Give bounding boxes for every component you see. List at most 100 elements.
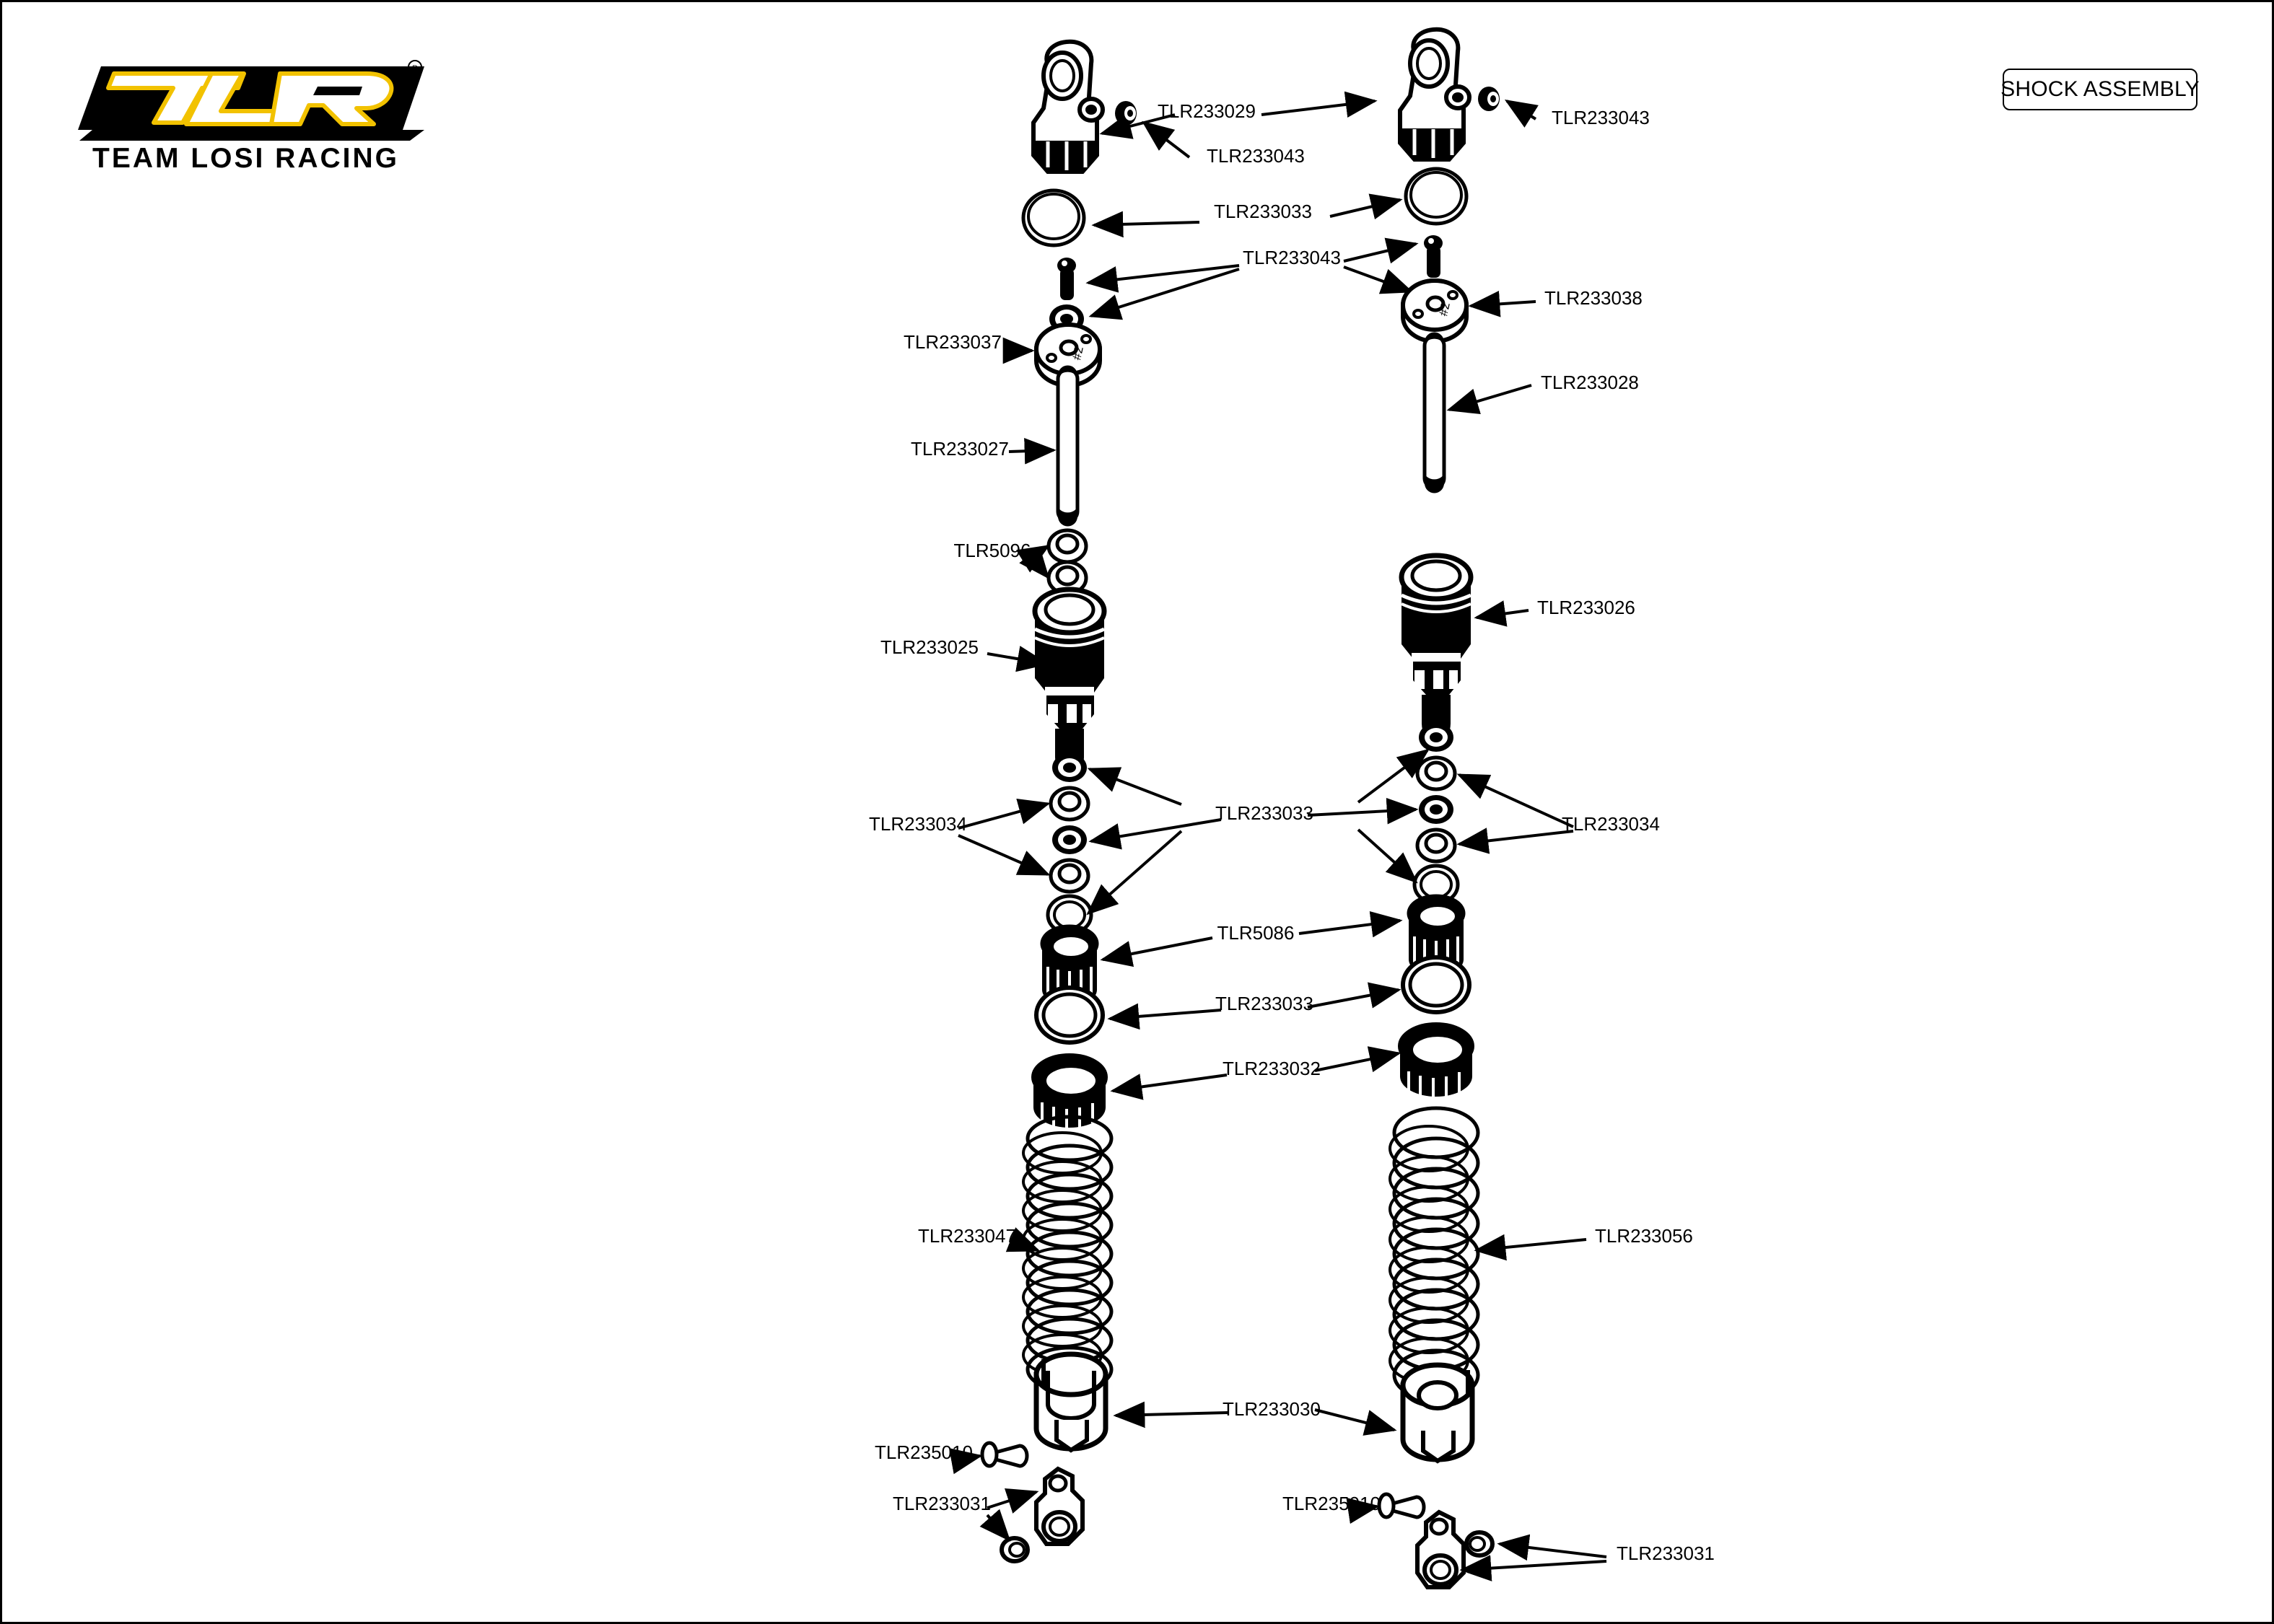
- leader-233033-x-right-dn: [1357, 828, 1418, 884]
- leader-233033-c-left: [1088, 818, 1222, 850]
- part-label: TLR235010: [1282, 1493, 1381, 1514]
- part-label: TLR233026: [1537, 597, 1635, 618]
- leader-233030-left: [1113, 1401, 1229, 1428]
- leader-233047: [1005, 1227, 1041, 1252]
- leader-233031-left-b: [979, 1509, 1011, 1542]
- part-shock-cap-left: [1031, 39, 1105, 174]
- part-label: TLR233038: [1544, 287, 1643, 309]
- part-label: TLR233031: [1617, 1542, 1715, 1564]
- leader-233027: [1008, 437, 1057, 465]
- leader-233034-r-b: [1456, 828, 1574, 854]
- leader-233033-r3-right: [1307, 982, 1401, 1009]
- leader-233031-right-a: [1497, 1534, 1607, 1561]
- part-spring-cup-left: [1033, 1351, 1108, 1453]
- leader-233038: [1468, 291, 1536, 317]
- part-label: TLR235010: [875, 1441, 973, 1463]
- leader-233034-r-a: [1456, 773, 1574, 828]
- part-label: TLR233025: [880, 636, 979, 658]
- part-label: TLR233037: [904, 331, 1002, 353]
- part-label: TLR233043: [1207, 145, 1305, 167]
- part-shock-cap-right: [1398, 27, 1471, 162]
- part-shaft-left: [1056, 365, 1080, 527]
- leader-5086-left: [1100, 936, 1213, 967]
- part-shaft-right: [1422, 332, 1446, 493]
- part-label: TLR233031: [893, 1493, 991, 1514]
- part-label: TLR233043: [1243, 247, 1341, 268]
- leader-233043-c: [1343, 237, 1419, 264]
- leader-233033-x-left-dn: [1086, 830, 1183, 916]
- part-label: TLR233029: [1158, 100, 1256, 122]
- part-spring-collar-left: [1031, 1053, 1108, 1130]
- leader-233043-b: [1088, 268, 1240, 320]
- leader-233033-r1-left: [1091, 211, 1200, 238]
- part-rod-end-left: [1000, 1466, 1085, 1563]
- leader-5096-a: [1016, 545, 1051, 573]
- leader-233032-right: [1314, 1046, 1401, 1073]
- part-piston-left: #2: [1034, 322, 1102, 387]
- part-label: TLR233033: [1214, 201, 1312, 222]
- tlr-logo: R TEAM LOSI RACING: [64, 45, 460, 175]
- part-label: TLR5086: [1217, 922, 1295, 944]
- part-label-group: TLR233029 TLR233043 TLR233043 TLR233033 …: [869, 100, 1715, 1564]
- part-spring-collar-right: [1398, 1022, 1474, 1099]
- part-cartridge-left: [1040, 924, 1099, 1006]
- part-screw-right: [1424, 235, 1443, 278]
- part-label: TLR233028: [1541, 372, 1639, 393]
- part-label: TLR233032: [1223, 1058, 1321, 1079]
- leader-233043-cap-left: [1142, 120, 1191, 159]
- leader-233033-x-right-up: [1357, 748, 1430, 804]
- part-screw-235010-left: [980, 1441, 1029, 1468]
- part-label: TLR233027: [911, 438, 1009, 460]
- leader-233034-l-b: [958, 834, 1051, 876]
- leader-233029-right: [1261, 91, 1378, 118]
- leader-233034-l-a: [958, 798, 1051, 830]
- part-label: TLR233056: [1595, 1225, 1693, 1247]
- part-spring-left: [1022, 1115, 1114, 1393]
- part-label: TLR5096: [954, 540, 1031, 561]
- part-label: TLR233030: [1223, 1398, 1321, 1420]
- leader-233030-right: [1314, 1408, 1397, 1436]
- leader-233025: [987, 646, 1049, 672]
- sheet-title: SHOCK ASSEMBLY: [2000, 77, 2200, 101]
- leader-233033-c-right: [1307, 797, 1419, 825]
- part-label: TLR233043: [1552, 107, 1650, 128]
- leader-233031-right-b: [1459, 1555, 1607, 1581]
- part-cluster-left: [1048, 753, 1091, 934]
- sheet-title-badge: SHOCK ASSEMBLY: [2000, 69, 2200, 110]
- part-spring-cup-right: [1400, 1362, 1475, 1464]
- leader-235010-right: [1346, 1497, 1380, 1524]
- leader-5086-right: [1298, 910, 1403, 938]
- part-rod-end-right: [1415, 1509, 1495, 1589]
- leader-235010-left: [949, 1448, 983, 1475]
- part-oring-left-3: [1034, 986, 1105, 1045]
- part-spring-right: [1389, 1106, 1480, 1402]
- part-washer-5096-a: [1049, 530, 1086, 562]
- leader-233028: [1446, 384, 1532, 415]
- leader-5096-b: [1019, 546, 1050, 579]
- leader-233033-r3-left: [1107, 1003, 1222, 1030]
- leader-233033-x-left-up: [1087, 767, 1182, 806]
- part-bleed-screw-right: [1478, 87, 1500, 111]
- part-label: TLR233033: [1215, 993, 1313, 1014]
- leader-233033-r1-right: [1329, 193, 1403, 220]
- svg-text:R: R: [412, 64, 418, 73]
- part-label: TLR233047: [918, 1225, 1016, 1247]
- part-cluster-right: [1414, 723, 1458, 903]
- part-label: TLR233033: [1215, 802, 1313, 824]
- leader-233029-left: [1099, 113, 1176, 139]
- part-label: TLR233034: [869, 813, 967, 835]
- part-oring-right-3: [1401, 955, 1471, 1014]
- svg-text:#2: #2: [1070, 345, 1086, 361]
- leader-233043-d: [1343, 265, 1414, 294]
- leader-233032-left: [1110, 1074, 1228, 1100]
- part-screw-left: [1057, 258, 1076, 300]
- part-label: TLR233034: [1562, 813, 1660, 835]
- svg-text:#2: #2: [1436, 301, 1453, 317]
- part-oring-left-1: [1023, 190, 1084, 245]
- leader-233043-cap-right: [1504, 100, 1539, 128]
- part-oring-right-1: [1406, 169, 1466, 224]
- part-piston-right: #2: [1401, 278, 1469, 343]
